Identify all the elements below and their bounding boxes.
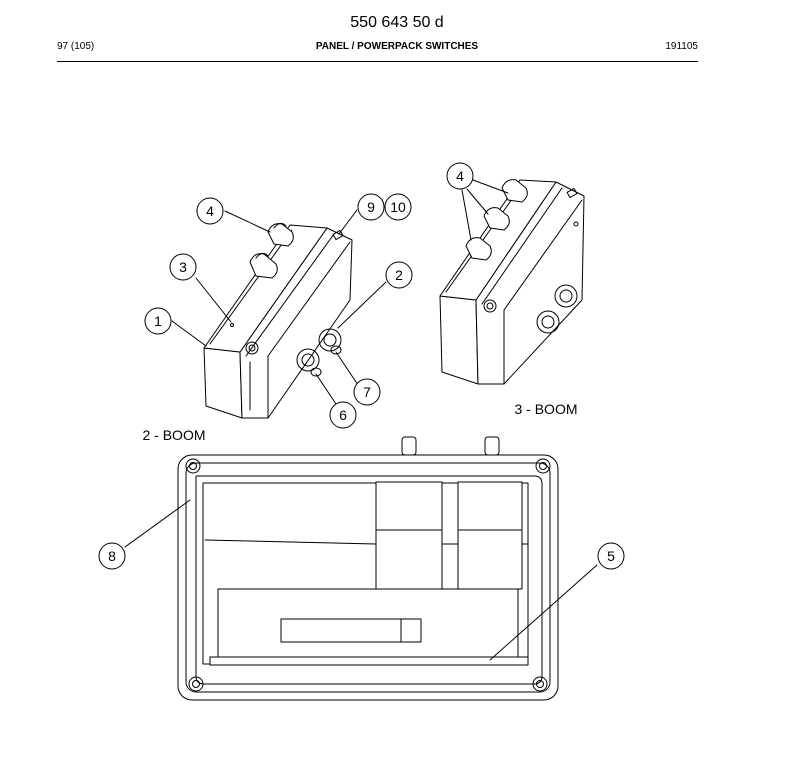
callout-7-circle: [353, 378, 381, 406]
document-number: 550 643 50 d: [350, 14, 444, 31]
callout-2-circle: [385, 261, 413, 289]
callout-9: 9: [367, 199, 375, 215]
callout-6: 6: [339, 407, 347, 423]
callout-4: 4: [206, 203, 214, 219]
section-title: PANEL / POWERPACK SWITCHES: [315, 41, 479, 52]
callout-4b-circle: [446, 162, 474, 190]
header-rule: [57, 61, 698, 62]
three-boom-control-box: [439, 179, 585, 385]
powerpack-enclosure: [177, 436, 559, 701]
callout-9-circle: [357, 193, 385, 221]
two-boom-control-box: [203, 222, 353, 419]
callout-10: 10: [390, 199, 406, 215]
callout-labels: 1 3 4 9 10 2 7 6 4 8 5 2 - BOOM 3 - BOOM: [108, 168, 615, 564]
callout-3: 3: [179, 259, 187, 275]
callout-5: 5: [607, 548, 615, 564]
callout-1: 1: [154, 313, 162, 329]
callout-8: 8: [108, 548, 116, 564]
callout-3-circle: [169, 253, 197, 281]
callout-10-circle: [384, 193, 412, 221]
caption-three-boom: 3 - BOOM: [514, 401, 577, 417]
date-code: 191105: [665, 41, 698, 52]
callout-2: 2: [395, 267, 403, 283]
leader-lines: [124, 179, 598, 661]
callout-1-circle: [144, 307, 172, 335]
callout-6-circle: [329, 401, 357, 429]
callout-circles: [98, 162, 625, 570]
callout-7: 7: [363, 384, 371, 400]
callout-4-circle: [196, 197, 224, 225]
caption-two-boom: 2 - BOOM: [142, 427, 205, 443]
callout-4b: 4: [456, 168, 464, 184]
callout-8-circle: [98, 542, 126, 570]
page-reference: 97 (105): [57, 41, 95, 52]
callout-5-circle: [597, 542, 625, 570]
